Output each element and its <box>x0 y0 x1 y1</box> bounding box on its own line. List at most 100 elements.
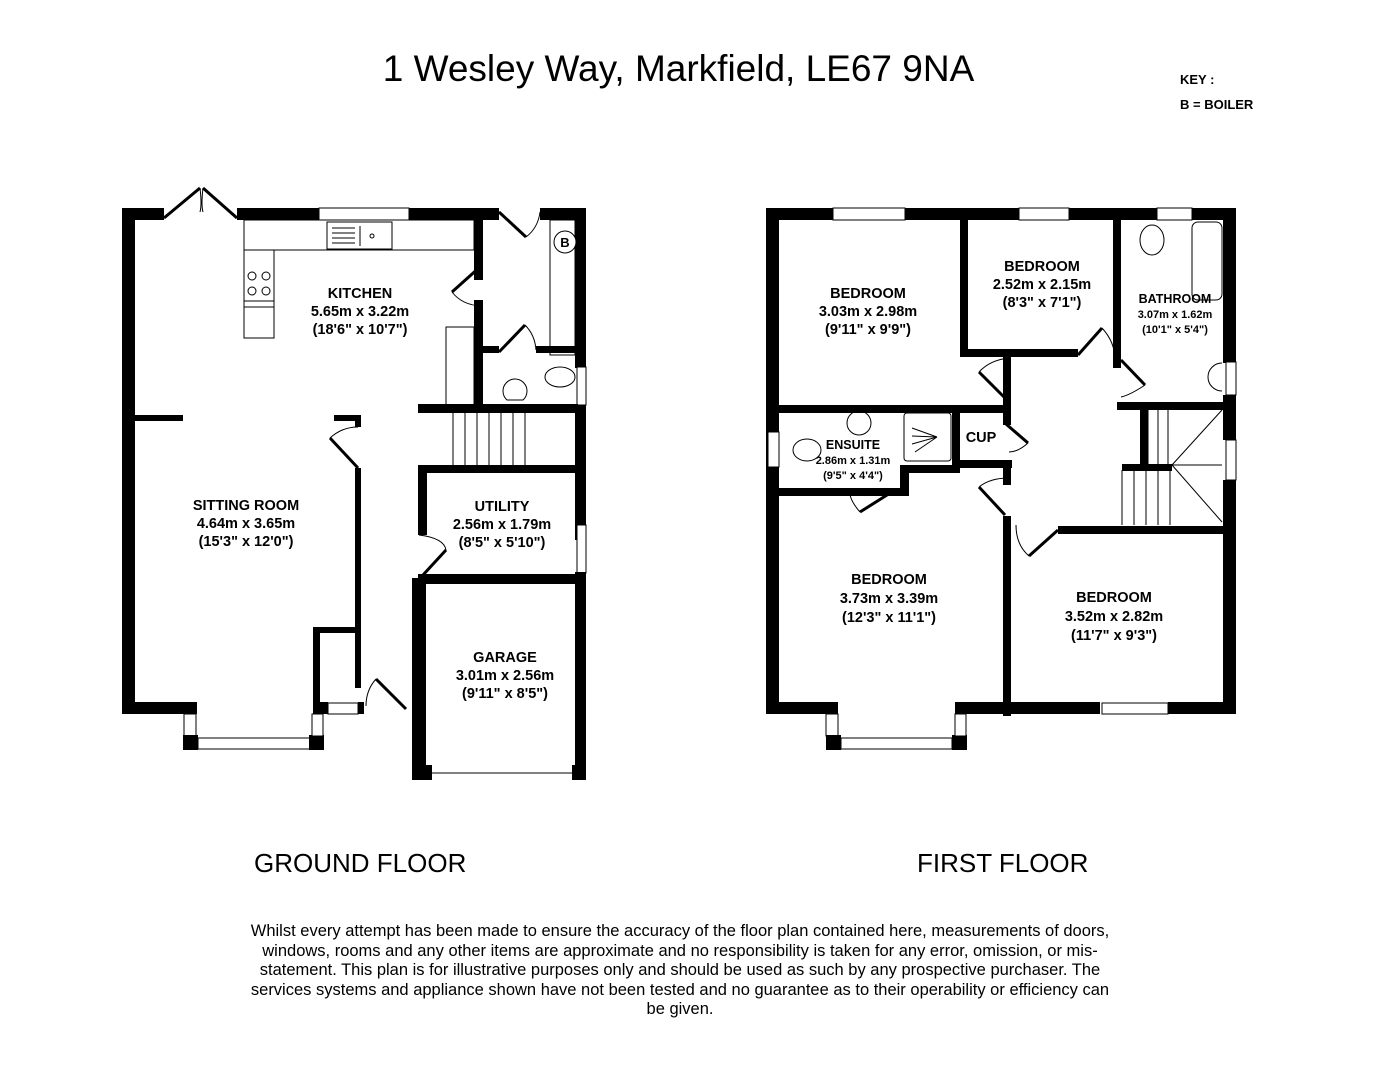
wall <box>575 208 586 368</box>
wall <box>418 465 427 535</box>
wall <box>334 415 360 421</box>
bay-window <box>840 737 953 750</box>
door-swing <box>978 477 1010 488</box>
french-doors <box>163 186 238 220</box>
room-name-garage: GARAGE <box>473 650 537 666</box>
basin-icon <box>846 410 872 436</box>
room-size-imperial-utility: (8'5" x 5'10") <box>459 535 546 551</box>
staircase <box>1121 409 1223 525</box>
room-name-bedroom-1: BEDROOM <box>830 286 906 302</box>
door-swing <box>451 291 482 307</box>
wall <box>122 702 197 714</box>
room-name-bedroom-2: BEDROOM <box>1004 259 1080 275</box>
wall <box>779 488 909 496</box>
bedroom-door <box>1076 327 1104 356</box>
room-name-cupboard: CUP <box>966 430 997 446</box>
room-name-kitchen: KITCHEN <box>328 286 392 302</box>
wall <box>952 735 967 750</box>
bathroom-side-window <box>1225 361 1237 396</box>
door-swing <box>849 494 861 513</box>
wall <box>955 702 1100 714</box>
wall <box>418 404 578 413</box>
boiler-icon <box>553 230 577 254</box>
sitting-room-door <box>328 436 360 470</box>
wall <box>358 702 364 714</box>
bay-window-side <box>183 713 197 737</box>
ground-floor-label: GROUND FLOOR <box>254 848 467 878</box>
wall <box>313 627 320 714</box>
bedroom-door <box>977 370 1007 400</box>
key-heading: KEY : <box>1180 72 1215 87</box>
room-size-metric-kitchen: 5.65m x 3.22m <box>311 304 409 320</box>
door-swing <box>525 211 541 238</box>
door-swing <box>1015 524 1030 557</box>
room-size-imperial-bedroom-3: (12'3" x 11'1") <box>842 610 936 626</box>
basin-icon <box>1207 362 1223 392</box>
room-size-imperial-bedroom-4: (11'7" x 9'3") <box>1071 628 1157 644</box>
room-name-bedroom-3: BEDROOM <box>851 572 927 588</box>
staircase <box>452 412 526 465</box>
wall <box>575 572 586 780</box>
ensuite-door <box>859 488 896 514</box>
room-name-utility: UTILITY <box>475 499 530 515</box>
room-size-metric-ensuite: 2.86m x 1.31m <box>816 455 891 467</box>
wall <box>355 468 361 688</box>
wall <box>474 220 483 280</box>
hob-ring <box>261 286 271 296</box>
wall <box>1223 208 1236 363</box>
kitchen-door <box>450 264 483 294</box>
boiler-symbol: B <box>560 235 569 250</box>
room-size-imperial-bathroom: (10'1" x 5'4") <box>1142 324 1208 336</box>
bay-window-side <box>311 713 324 737</box>
room-size-metric-bathroom: 3.07m x 1.62m <box>1138 309 1213 321</box>
wall <box>313 702 328 714</box>
wall <box>1223 480 1236 714</box>
wall <box>766 208 833 220</box>
disclaimer-text: Whilst every attempt has been made to en… <box>250 922 1110 1018</box>
toilet-icon <box>792 438 822 462</box>
door-swing <box>978 357 1010 373</box>
wall <box>960 349 1078 357</box>
wall <box>1223 395 1236 440</box>
wall <box>412 765 432 780</box>
wall <box>237 208 319 220</box>
wall <box>575 405 586 540</box>
kitchen-window <box>318 207 410 221</box>
wall <box>409 208 499 220</box>
bedroom-door <box>1027 528 1060 558</box>
door-swing <box>418 534 447 551</box>
room-size-imperial-bedroom-2: (8'3" x 7'1") <box>1003 295 1082 311</box>
bedroom-window <box>1101 702 1169 715</box>
boiler-cupboard-door <box>497 210 528 239</box>
room-size-imperial-kitchen: (18'6" x 10'7") <box>313 322 408 338</box>
room-size-metric-bedroom-2: 2.52m x 2.15m <box>993 277 1091 293</box>
boiler-cupboard <box>549 219 576 356</box>
wall <box>1003 465 1011 485</box>
room-size-metric-sitting-room: 4.64m x 3.65m <box>197 516 295 532</box>
title-text: 1 Wesley Way, Markfield, LE67 9NA <box>382 48 975 89</box>
basin-icon <box>502 378 528 401</box>
wall <box>1003 352 1011 422</box>
bay-window-side <box>954 713 967 737</box>
kitchen-unit <box>445 326 475 408</box>
door-swing <box>524 324 537 351</box>
hob-ring <box>247 271 257 281</box>
shower-icon <box>903 412 952 462</box>
room-size-metric-bedroom-3: 3.73m x 3.39m <box>840 591 938 607</box>
bathroom-door <box>1119 358 1147 387</box>
toilet-icon <box>544 366 576 388</box>
bedroom-window <box>832 207 906 221</box>
room-name-sitting-room: SITTING ROOM <box>193 498 299 514</box>
wall <box>1117 402 1223 410</box>
room-size-imperial-sitting-room: (15'3" x 12'0") <box>199 534 294 550</box>
wall <box>183 735 198 750</box>
wall <box>474 300 483 410</box>
wall <box>1113 220 1121 368</box>
wall <box>309 735 324 750</box>
hob-ring <box>247 286 257 296</box>
key-item-boiler: B = BOILER <box>1180 97 1254 112</box>
wall <box>122 208 135 714</box>
bathroom-window <box>1156 207 1193 221</box>
wall <box>952 413 960 465</box>
wall <box>418 465 578 473</box>
